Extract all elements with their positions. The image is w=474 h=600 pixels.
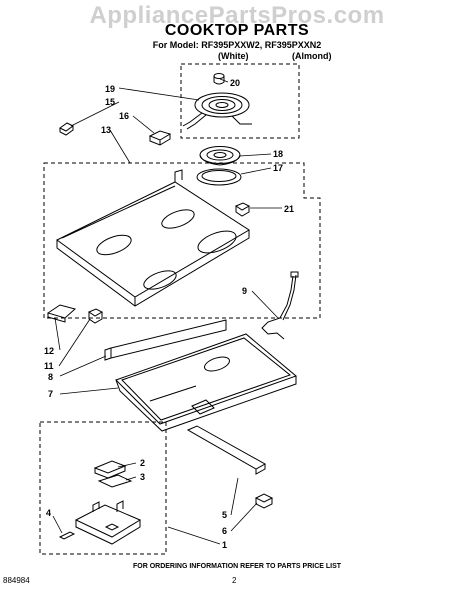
color-white-label: (White) <box>218 51 249 61</box>
part-7-burner-box <box>115 333 297 432</box>
ordering-note: FOR ORDERING INFORMATION REFER TO PARTS … <box>132 563 342 570</box>
callout-18: 18 <box>273 149 283 159</box>
part-9-wire-harness <box>261 271 299 340</box>
callout-11: 11 <box>44 361 54 371</box>
callout-5: 5 <box>222 510 227 520</box>
part-2-switch <box>93 460 127 479</box>
switch-group-box <box>39 421 167 555</box>
callout-8: 8 <box>48 372 53 382</box>
part-17-trim-ring <box>196 168 242 186</box>
burner-group-box <box>180 63 300 139</box>
callout-3: 3 <box>140 472 145 482</box>
callout-15: 15 <box>105 97 115 107</box>
part-21-knob <box>234 202 251 217</box>
callout-12: 12 <box>44 346 54 356</box>
color-almond-label: (Almond) <box>292 51 332 61</box>
callout-19: 19 <box>105 84 115 94</box>
callout-13: 13 <box>101 125 111 135</box>
part-18-drip-bowl <box>199 146 241 166</box>
callout-17: 17 <box>273 163 283 173</box>
part-5-strap <box>186 425 267 475</box>
part-16-terminal-block <box>148 130 172 146</box>
callout-16: 16 <box>119 111 129 121</box>
callout-4: 4 <box>46 508 51 518</box>
part-3-switch-plate <box>97 474 133 488</box>
part-8-front-trim <box>104 319 227 361</box>
callout-9: 9 <box>242 286 247 296</box>
callout-1: 1 <box>222 540 227 550</box>
callout-2: 2 <box>140 458 145 468</box>
callout-20: 20 <box>230 78 240 88</box>
part-4-tab <box>58 531 76 540</box>
leader-lines <box>52 78 282 545</box>
callout-6: 6 <box>222 526 227 536</box>
part-20-cap <box>213 73 225 85</box>
part-13-cooktop <box>56 169 250 307</box>
part-1-switch-bracket <box>74 500 142 545</box>
document-number: 884984 <box>3 576 30 585</box>
part-12-bracket <box>46 304 77 323</box>
part-19-surface-element <box>182 92 252 130</box>
model-line: For Model: RF395PXXW2, RF395PXXN2 <box>152 40 322 50</box>
part-6-clip <box>254 493 274 509</box>
part-15-clip <box>59 122 74 136</box>
part-11-spacer <box>87 308 104 324</box>
callout-7: 7 <box>48 389 53 399</box>
page-number: 2 <box>232 576 237 585</box>
page-title: COOKTOP PARTS <box>164 22 310 39</box>
callout-21: 21 <box>284 204 294 214</box>
cooktop-group-box <box>43 162 321 319</box>
watermark: AppliancePartsPros.com <box>89 2 385 29</box>
